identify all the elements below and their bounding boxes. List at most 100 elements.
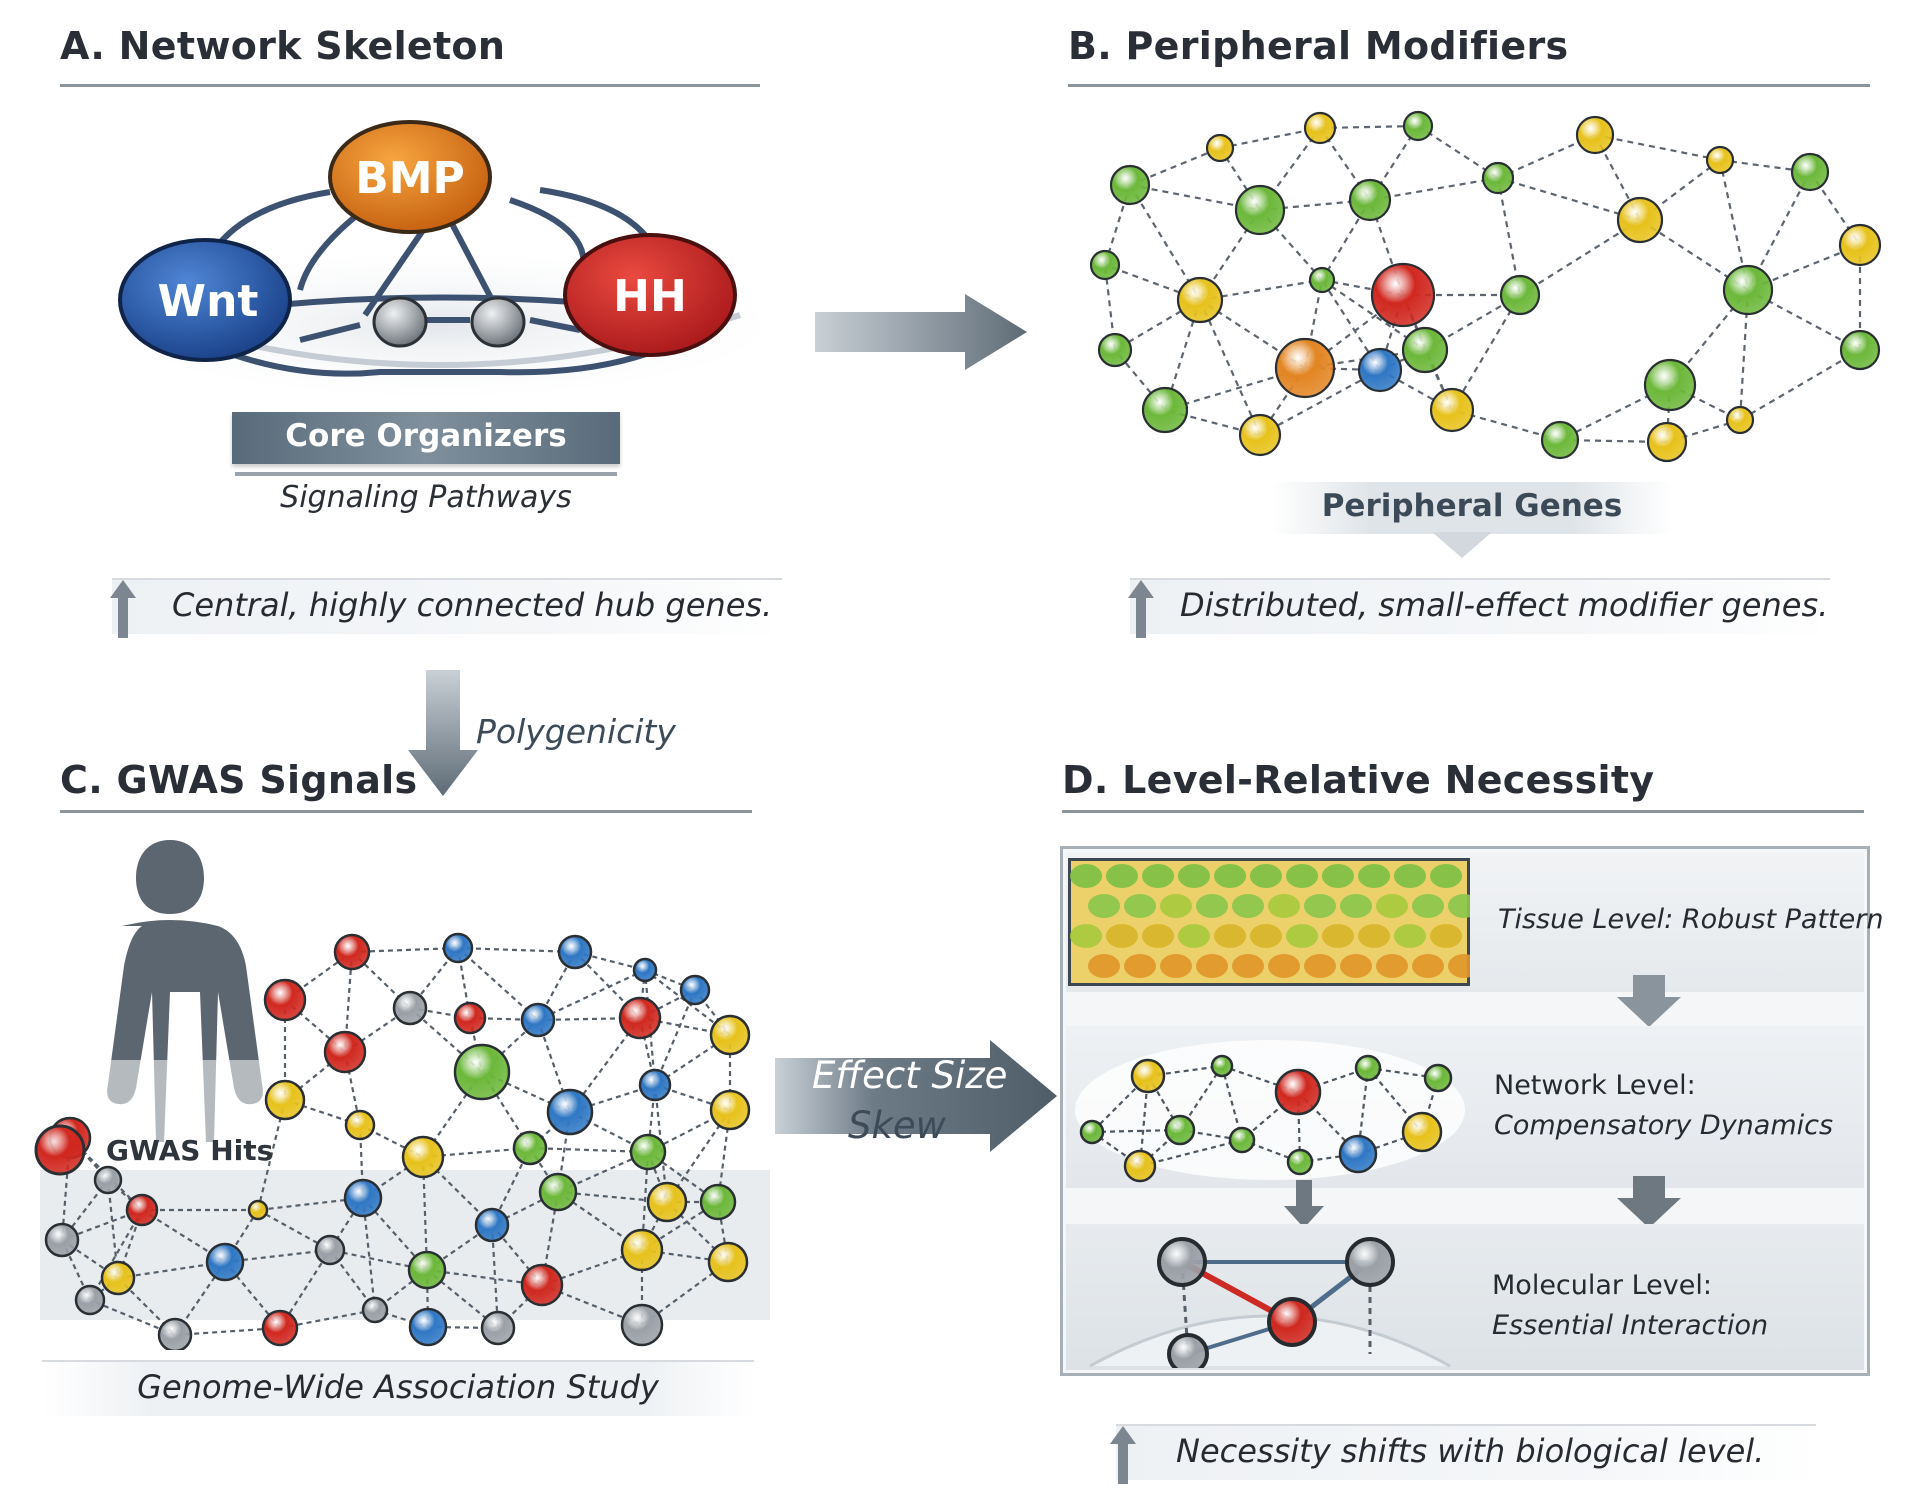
gwas-network-diagram <box>30 840 770 1350</box>
gene-node <box>1097 332 1133 368</box>
network-edge <box>279 1249 331 1329</box>
network-level-desc: Compensatory Dynamics <box>1494 1110 1834 1141</box>
molecule-node <box>1157 1237 1207 1287</box>
hh-label: HH <box>613 271 687 322</box>
up-arrow-icon <box>110 580 136 638</box>
network-edge <box>1259 369 1381 436</box>
network-edge <box>529 1146 649 1154</box>
gene-node <box>453 1001 487 1035</box>
hub-network-diagram: BMP Wnt HH <box>118 120 760 395</box>
cell-shape <box>1412 954 1444 978</box>
cell-shape <box>1376 954 1408 978</box>
cell-shape <box>1142 924 1174 948</box>
network-edge <box>1219 126 1321 150</box>
cell-shape <box>1214 924 1246 948</box>
gene-node <box>93 1165 123 1195</box>
network-edge <box>224 1209 259 1263</box>
cell-shape <box>1142 864 1174 888</box>
gene-node <box>1348 178 1392 222</box>
gene-node <box>1338 1134 1378 1174</box>
cell-shape <box>1106 924 1138 948</box>
cell-shape <box>1106 864 1138 888</box>
cell-shape <box>1160 954 1192 978</box>
gene-node <box>1725 405 1755 435</box>
gene-node <box>392 990 428 1026</box>
network-edge <box>422 1156 493 1226</box>
up-arrow-icon <box>1110 1426 1136 1484</box>
molecule-node <box>1167 1333 1209 1368</box>
gene-node <box>1401 1111 1443 1153</box>
network-edge <box>279 1308 376 1330</box>
gene-node <box>1722 264 1774 316</box>
cell-shape <box>1304 954 1336 978</box>
gene-node <box>1354 1054 1382 1082</box>
peripheral-network-diagram <box>1089 110 1882 463</box>
network-edge <box>574 951 641 1019</box>
gene-node <box>314 1234 346 1266</box>
right-arrow-icon <box>815 294 1027 370</box>
cell-shape <box>1070 864 1102 888</box>
gene-node <box>263 978 307 1022</box>
network-edge <box>1594 133 1721 162</box>
cell-shape <box>1412 894 1444 918</box>
gene-node <box>1575 115 1615 155</box>
gene-node <box>520 1263 564 1307</box>
gene-node <box>1274 1068 1322 1116</box>
gene-node <box>1130 1058 1166 1094</box>
gene-node <box>1303 111 1337 145</box>
cell-shape <box>1286 924 1318 948</box>
gene-node <box>453 1043 511 1101</box>
network-edge <box>1319 124 1419 130</box>
panel-d-title: D. Level-Relative Necessity <box>1062 758 1655 802</box>
gene-node <box>707 1241 749 1283</box>
network-down-arrow-icon-left <box>1284 1180 1324 1228</box>
gene-node <box>1370 262 1436 328</box>
gene-node <box>401 1135 445 1179</box>
panel-a-title: A. Network Skeleton <box>60 24 506 68</box>
panel-a-rule <box>60 84 760 87</box>
gene-node <box>247 1199 269 1221</box>
gene-node <box>557 934 593 970</box>
cell-shape <box>1394 864 1426 888</box>
cell-shape <box>1448 954 1470 978</box>
network-edge <box>1259 127 1321 211</box>
gene-node <box>1616 196 1664 244</box>
panel-d-rule <box>1062 810 1864 813</box>
cell-shape <box>1232 894 1264 918</box>
cell-shape <box>1160 894 1192 918</box>
cell-shape <box>1088 894 1120 918</box>
gene-node <box>100 1260 136 1296</box>
cell-shape <box>1196 894 1228 918</box>
peripheral-genes-banner <box>1272 482 1672 534</box>
gene-node <box>1274 337 1336 399</box>
cell-shape <box>1178 864 1210 888</box>
up-arrow-icon <box>1128 580 1154 638</box>
bmp-node <box>328 120 492 234</box>
gene-node <box>1141 386 1189 434</box>
wnt-node <box>118 238 292 362</box>
network-edge <box>409 1007 483 1073</box>
gene-node <box>709 1014 751 1056</box>
hh-node <box>563 233 737 357</box>
gene-node <box>74 1284 106 1316</box>
gene-node <box>44 1222 80 1258</box>
gene-node <box>1228 1126 1256 1154</box>
molecule-node <box>1345 1237 1395 1287</box>
gene-node <box>1839 329 1881 371</box>
panel-a-caption-box <box>112 578 782 634</box>
cell-shape <box>1250 924 1282 948</box>
gene-node <box>618 996 662 1040</box>
cell-shape <box>1358 864 1390 888</box>
gene-node <box>632 957 658 983</box>
gene-node <box>1079 1119 1105 1145</box>
gene-node <box>546 1088 594 1136</box>
gene-node <box>1357 347 1403 393</box>
panel-c-rule <box>60 810 752 813</box>
gene-node <box>1089 249 1121 281</box>
panel-c-caption-box <box>42 1360 754 1416</box>
gene-node <box>1210 1054 1234 1078</box>
network-edge <box>1198 299 1262 436</box>
gene-node <box>407 1250 447 1290</box>
molecular-interaction-image <box>1089 1237 1451 1368</box>
cell-shape <box>1376 894 1408 918</box>
